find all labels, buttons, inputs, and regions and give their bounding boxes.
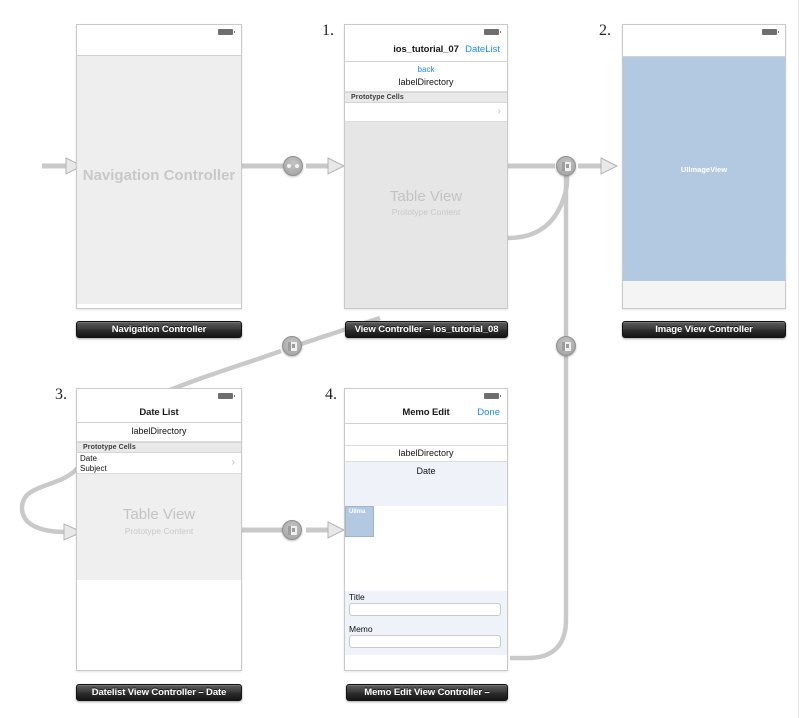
nav-right-button[interactable]: DateList xyxy=(465,44,500,55)
table-view-subtitle: Prototype Content xyxy=(124,526,194,536)
status-bar xyxy=(77,25,241,39)
table-view-placeholder: Table View Prototype Content xyxy=(77,474,241,580)
label-directory: labelDirectory xyxy=(345,446,507,462)
prototype-cell[interactable]: › xyxy=(345,103,507,122)
plate-memo-edit-view-controller[interactable]: Memo Edit View Controller – xyxy=(346,684,508,701)
memo-field-row: Memo xyxy=(345,623,507,655)
cell-line-date: Date xyxy=(80,454,97,463)
bottom-bar xyxy=(623,281,785,308)
spacer-row xyxy=(345,424,507,446)
plate-image-view-controller[interactable]: Image View Controller xyxy=(622,321,786,338)
nav-title: ios_tutorial_07 xyxy=(393,44,459,55)
battery-icon xyxy=(484,393,501,399)
navigation-placeholder: Navigation Controller xyxy=(77,56,241,304)
relationship-icon xyxy=(287,164,299,168)
scene-memo-edit-view-controller[interactable]: Memo Edit Done labelDirectory Date UIIma… xyxy=(344,388,508,671)
table-view-subtitle: Prototype Content xyxy=(391,207,461,217)
nav-bar-empty xyxy=(77,39,241,56)
plate-navigation-controller[interactable]: Navigation Controller xyxy=(76,321,242,338)
memo-image-view[interactable]: UIIma xyxy=(345,506,374,537)
relationship-badge-nav-to-vc08[interactable] xyxy=(283,156,303,176)
status-bar xyxy=(623,25,785,41)
title-field-label: Title xyxy=(349,592,365,602)
label-directory: labelDirectory xyxy=(77,423,241,442)
image-view-label: UIImageView xyxy=(680,165,728,174)
plate-view-controller-ios-tutorial-08[interactable]: View Controller – ios_tutorial_08 xyxy=(345,321,508,338)
push-segue-badge-vc08-to-imageview[interactable] xyxy=(556,156,576,176)
nav-bar: Memo Edit Done xyxy=(345,403,507,424)
scene-datelist-view-controller[interactable]: Date List labelDirectory Prototype Cells… xyxy=(76,388,242,671)
push-segue-icon xyxy=(287,525,297,535)
navigation-placeholder-label: Navigation Controller xyxy=(82,167,236,184)
push-segue-badge-memoedit-to-imageview[interactable] xyxy=(556,336,576,356)
back-link[interactable]: back xyxy=(417,65,435,74)
prototype-cells-header: Prototype Cells xyxy=(345,92,507,103)
cell-line-subject: Subject xyxy=(80,464,107,473)
nav-bar: ios_tutorial_07 DateList xyxy=(345,39,507,62)
nav-right-button[interactable]: Done xyxy=(477,407,500,418)
battery-icon xyxy=(218,393,235,399)
push-segue-icon xyxy=(287,341,297,351)
date-row: Date xyxy=(345,462,507,506)
chevron-right-icon: › xyxy=(231,457,235,468)
memo-input[interactable] xyxy=(349,635,501,648)
title-input[interactable] xyxy=(349,603,501,616)
nav-title: Date List xyxy=(139,407,179,418)
title-field-row: Title xyxy=(345,591,507,623)
image-view-placeholder[interactable]: UIImageView xyxy=(623,57,785,281)
nav-bar-empty xyxy=(623,41,785,57)
battery-icon xyxy=(484,29,501,35)
blank-row xyxy=(345,655,507,670)
scene-number-4: 4. xyxy=(325,386,337,403)
image-area: UIIma xyxy=(345,506,507,591)
prototype-cell[interactable]: Date Subject › xyxy=(77,453,241,474)
empty-lower-area xyxy=(77,580,241,670)
nav-title: Memo Edit xyxy=(402,407,450,418)
status-bar xyxy=(77,389,241,403)
status-bar xyxy=(345,389,507,403)
table-view-title: Table View xyxy=(122,506,196,523)
scene-number-1: 1. xyxy=(322,22,334,39)
table-view-placeholder: Table View Prototype Content xyxy=(345,122,507,308)
scene-image-view-controller[interactable]: UIImageView xyxy=(622,24,786,309)
plate-datelist-view-controller[interactable]: Datelist View Controller – Date xyxy=(76,684,242,701)
scene-number-2: 2. xyxy=(599,22,611,39)
battery-icon xyxy=(218,29,235,35)
scene-navigation-controller[interactable]: Navigation Controller xyxy=(76,24,242,309)
nav-bar: Date List xyxy=(77,403,241,423)
battery-icon xyxy=(762,29,779,35)
scene-number-3: 3. xyxy=(55,386,67,403)
push-segue-icon xyxy=(561,161,571,171)
chevron-right-icon: › xyxy=(497,106,501,117)
status-bar xyxy=(345,25,507,39)
scene-view-controller-ios-tutorial-08[interactable]: ios_tutorial_07 DateList back labelDirec… xyxy=(344,24,508,309)
memo-field-label: Memo xyxy=(349,624,373,634)
prototype-cells-header: Prototype Cells xyxy=(77,442,241,453)
table-view-title: Table View xyxy=(389,188,463,205)
label-directory: labelDirectory xyxy=(345,76,507,92)
push-segue-badge-vc08-to-datelist[interactable] xyxy=(282,336,302,356)
date-label: Date xyxy=(416,466,436,476)
push-segue-icon xyxy=(561,341,571,351)
push-segue-badge-datelist-to-memoedit[interactable] xyxy=(282,520,302,540)
